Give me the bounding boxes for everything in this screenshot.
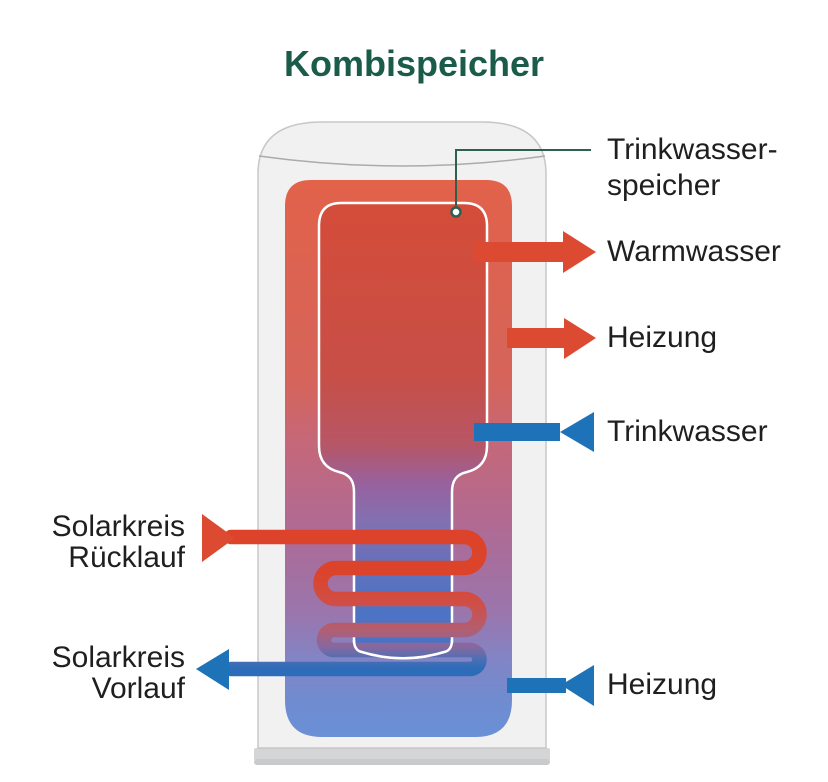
- trinkwasserspeicher-pointer: [450, 149, 591, 218]
- label-solarkreis-vorlauf-line1: Solarkreis: [51, 641, 185, 674]
- tank: [223, 121, 550, 765]
- solarkreis-ruecklauf-arrow: [202, 514, 235, 562]
- pointer-dot: [450, 206, 462, 218]
- label-solarkreis-ruecklauf-line1: Solarkreis: [51, 510, 185, 543]
- heizung-top-arrow: [507, 318, 596, 359]
- label-solarkreis-ruecklauf-line2: Rücklauf: [68, 541, 185, 574]
- label-trinkwasserspeicher-line1: Trinkwasser-: [607, 133, 778, 166]
- label-warmwasser: Warmwasser: [607, 235, 781, 268]
- label-heizung-bottom: Heizung: [607, 668, 718, 701]
- label-trinkwasserspeicher: Trinkwasser- speicher: [607, 132, 778, 204]
- label-trinkwasser: Trinkwasser: [607, 415, 768, 448]
- warmwasser-arrow: [473, 231, 596, 273]
- label-trinkwasserspeicher-line2: speicher: [607, 169, 721, 202]
- flow-arrows: [196, 231, 596, 706]
- heizung-bottom-arrow: [507, 665, 594, 706]
- label-solarkreis-vorlauf: Solarkreis Vorlauf: [0, 642, 185, 704]
- label-heizung-top: Heizung: [607, 321, 718, 354]
- label-solarkreis-vorlauf-line2: Vorlauf: [91, 672, 185, 705]
- tank-base-edge: [254, 759, 550, 765]
- label-solarkreis-ruecklauf: Solarkreis Rücklauf: [0, 511, 185, 573]
- diagram-title: Kombispeicher: [283, 43, 545, 84]
- solarkreis-vorlauf-arrow: [196, 649, 229, 690]
- pointer-line: [455, 149, 591, 207]
- trinkwasser-arrow: [474, 412, 594, 452]
- inner-tank-bottom-arc: [352, 639, 454, 660]
- solar-coil: [223, 529, 487, 677]
- tank-base: [254, 748, 550, 761]
- tank-lid-seam: [258, 155, 546, 167]
